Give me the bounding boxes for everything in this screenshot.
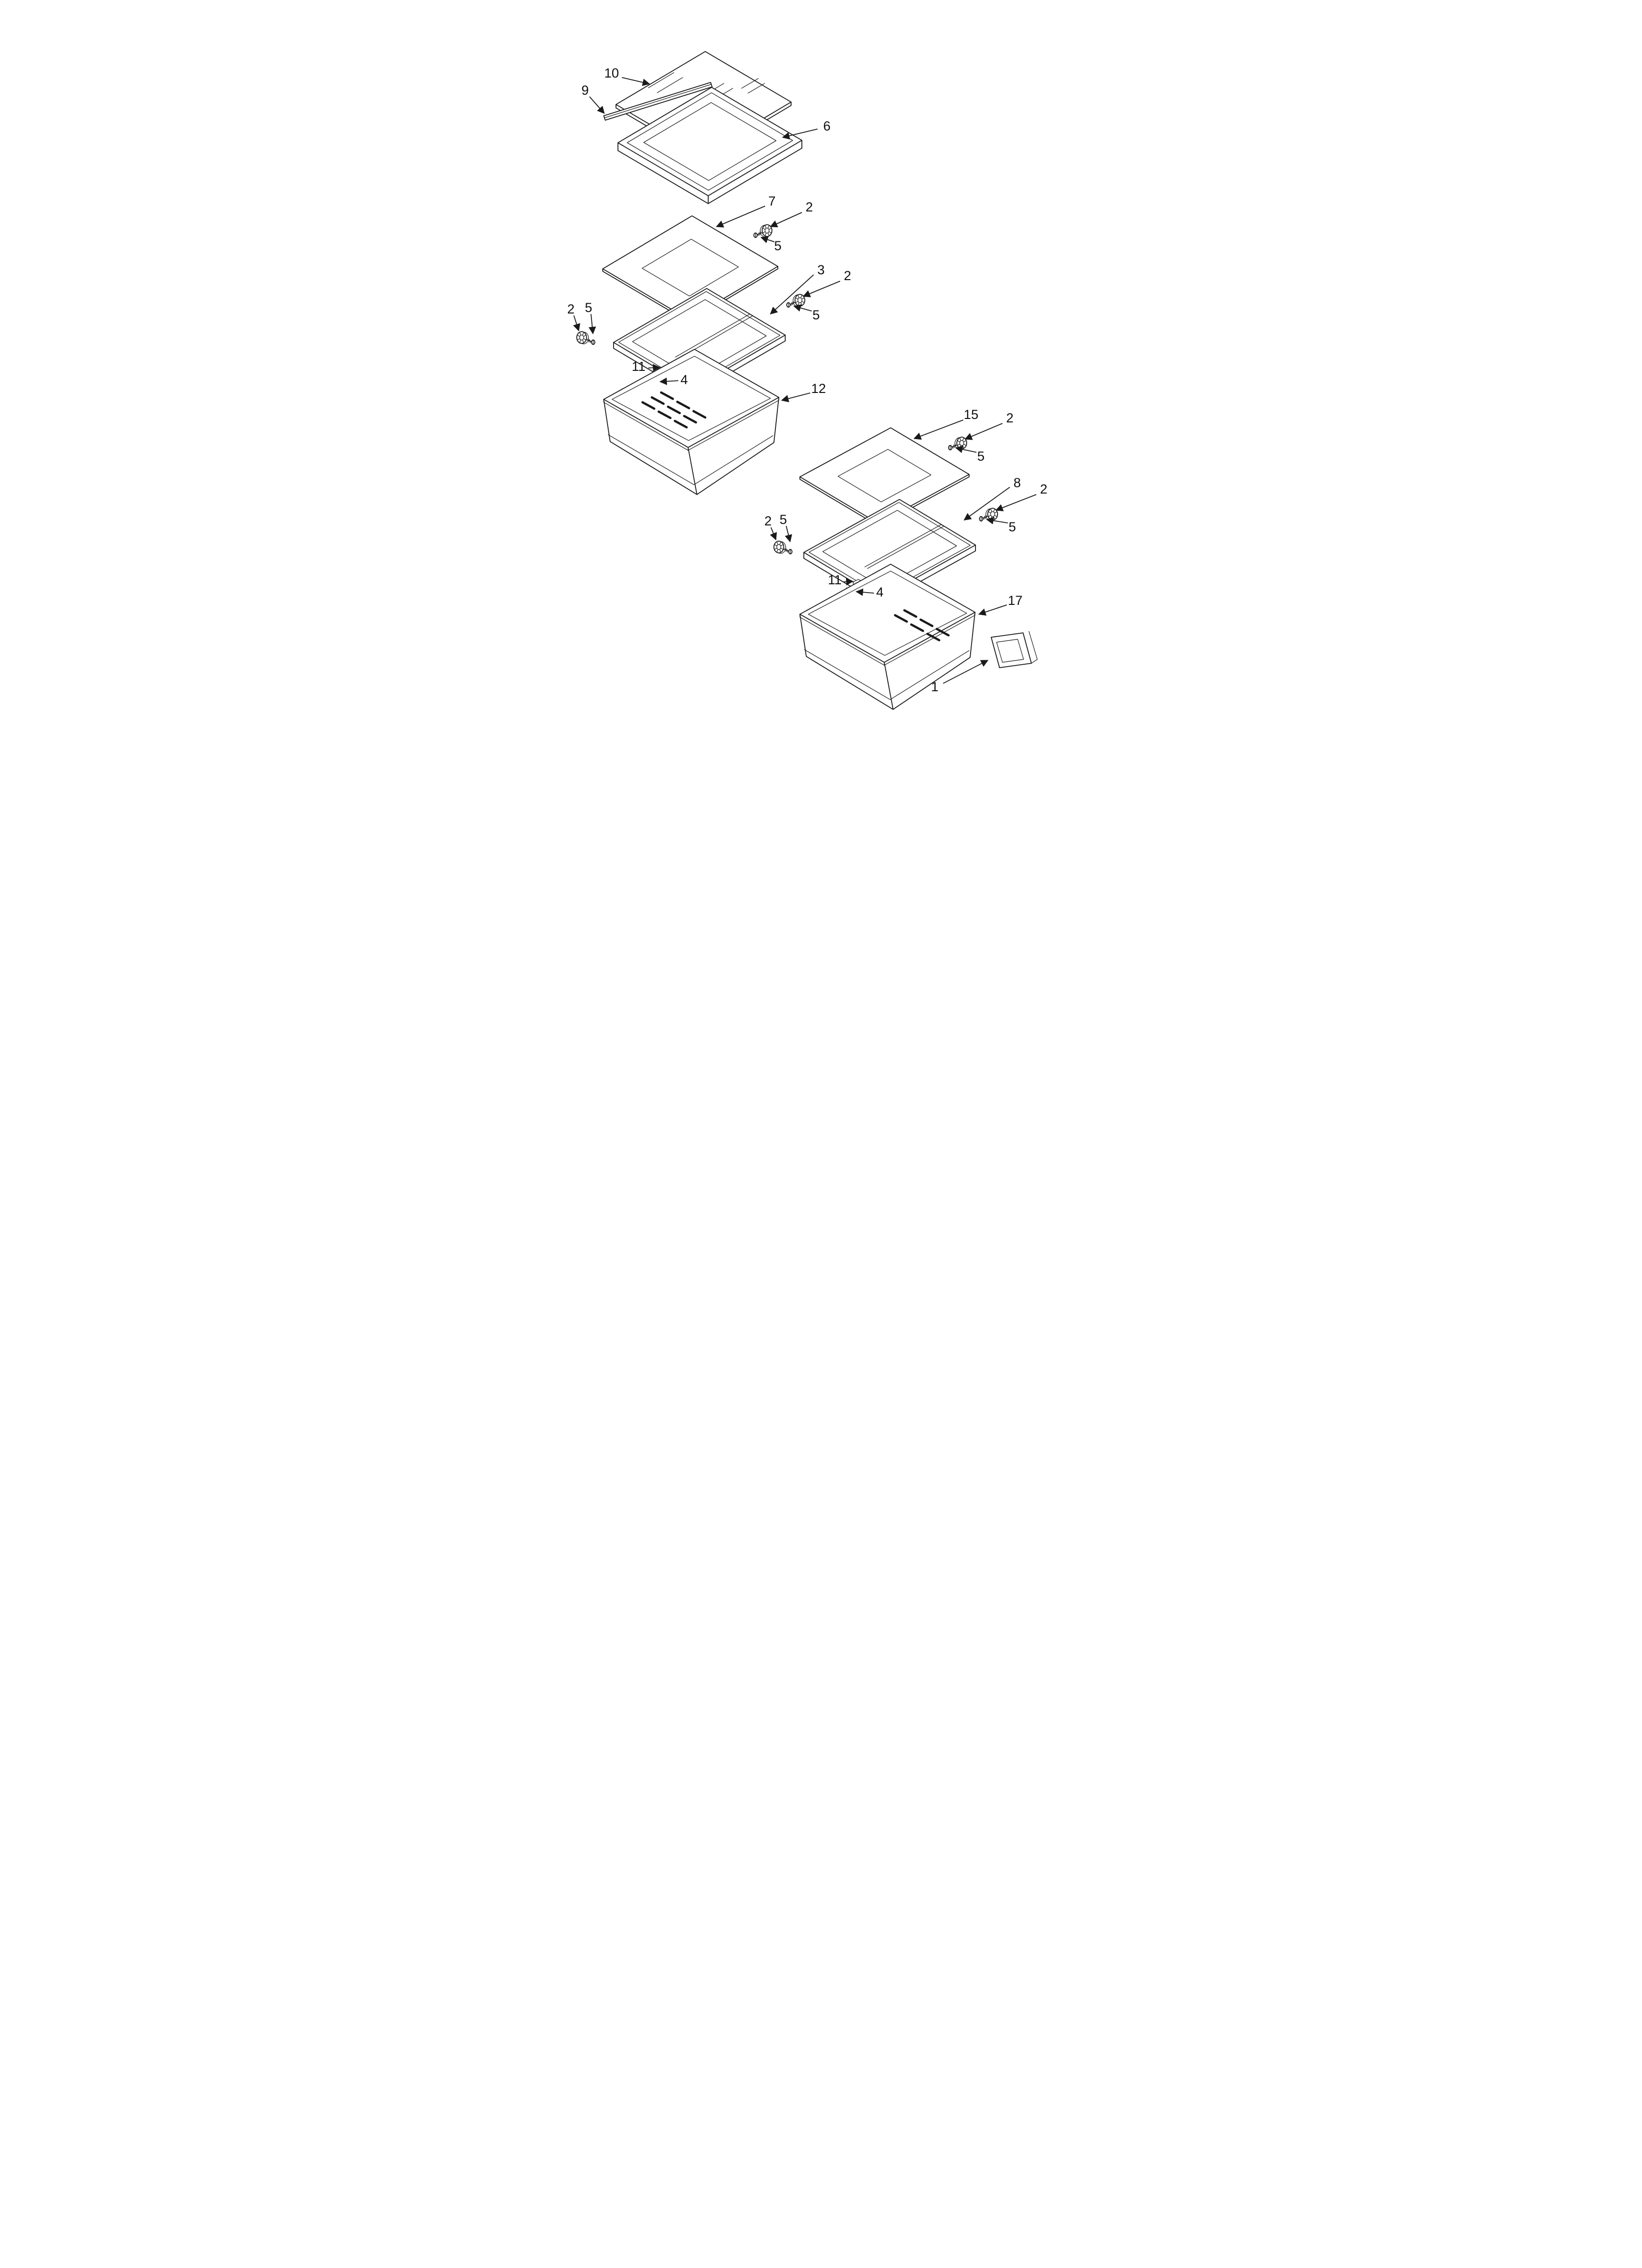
fastener-upper-right — [753, 224, 772, 238]
parts-diagram-page: 10 9 6 7 2 5 3 2 5 2 5 11 4 12 15 2 5 8 … — [547, 0, 1095, 756]
arrow-2c — [573, 315, 581, 332]
callout-label-5a: 5 — [774, 238, 781, 253]
crisper-pan-left — [603, 349, 779, 495]
arrow-12 — [781, 392, 811, 402]
arrow-2a — [770, 212, 802, 228]
callout-label-2a: 2 — [805, 200, 813, 214]
callout-label-4b: 4 — [876, 585, 883, 600]
callout-label-5f: 5 — [779, 512, 787, 527]
callout-arrows — [573, 77, 1037, 684]
arrow-10 — [621, 77, 650, 86]
arrow-17 — [978, 604, 1007, 616]
arrow-3 — [770, 274, 814, 315]
callout-label-15: 15 — [964, 407, 978, 422]
arrow-8 — [963, 487, 1010, 521]
callout-label-4a: 4 — [680, 372, 688, 387]
callout-label-11a: 11 — [632, 359, 645, 374]
arrow-15 — [913, 419, 964, 440]
callout-label-10: 10 — [604, 66, 619, 80]
arrow-11b — [843, 578, 854, 586]
callout-label-7: 7 — [768, 194, 775, 209]
callout-label-5e: 5 — [1008, 520, 1016, 534]
fastener-lower-right — [979, 508, 998, 521]
arrow-5d — [955, 445, 977, 453]
callout-label-9: 9 — [581, 83, 589, 98]
arrow-2d — [964, 423, 1003, 440]
arrow-4a — [659, 377, 679, 385]
fastener-lower-left — [773, 541, 793, 554]
callout-label-8: 8 — [1013, 475, 1021, 490]
callout-label-5b: 5 — [812, 308, 820, 322]
callout-label-1: 1 — [931, 679, 938, 694]
shelf-front-trim — [603, 82, 713, 121]
callout-label-3: 3 — [817, 262, 824, 277]
arrow-2f — [770, 527, 777, 541]
callout-label-2d: 2 — [1006, 411, 1013, 425]
callout-label-2b: 2 — [844, 268, 851, 283]
arrow-5c — [589, 313, 596, 335]
callout-label-6: 6 — [823, 119, 830, 133]
arrow-7 — [716, 206, 766, 228]
callout-label-2f: 2 — [764, 514, 771, 528]
crisper-pan-right — [799, 564, 975, 710]
pan-vent-slots — [894, 609, 950, 642]
arrow-2e — [995, 494, 1037, 512]
callout-label-5c: 5 — [585, 300, 592, 315]
arrow-2b — [802, 281, 841, 297]
arrow-6 — [782, 129, 818, 140]
arrow-1 — [943, 660, 989, 684]
exploded-parts-diagram: 10 9 6 7 2 5 3 2 5 2 5 11 4 12 15 2 5 8 … — [567, 51, 1048, 710]
arrow-5b — [793, 304, 812, 312]
name-badge — [991, 631, 1038, 668]
arrow-4b — [855, 588, 874, 596]
arrow-5f — [785, 525, 793, 543]
callout-label-2c: 2 — [567, 302, 574, 316]
arrow-11a — [648, 364, 661, 372]
callout-label-5d: 5 — [977, 449, 984, 464]
pan-vent-slots — [641, 391, 707, 429]
fastener-mid-left — [576, 331, 595, 345]
callout-labels: 10 9 6 7 2 5 3 2 5 2 5 11 4 12 15 2 5 8 … — [567, 66, 1047, 694]
shelf-frame — [617, 87, 802, 204]
callout-label-2e: 2 — [1040, 482, 1047, 496]
callout-label-11b: 11 — [828, 573, 842, 587]
callout-label-12: 12 — [811, 381, 826, 396]
arrow-5a — [760, 236, 775, 243]
arrow-5e — [986, 517, 1008, 524]
callout-label-17: 17 — [1008, 593, 1023, 608]
arrow-9 — [589, 96, 605, 114]
